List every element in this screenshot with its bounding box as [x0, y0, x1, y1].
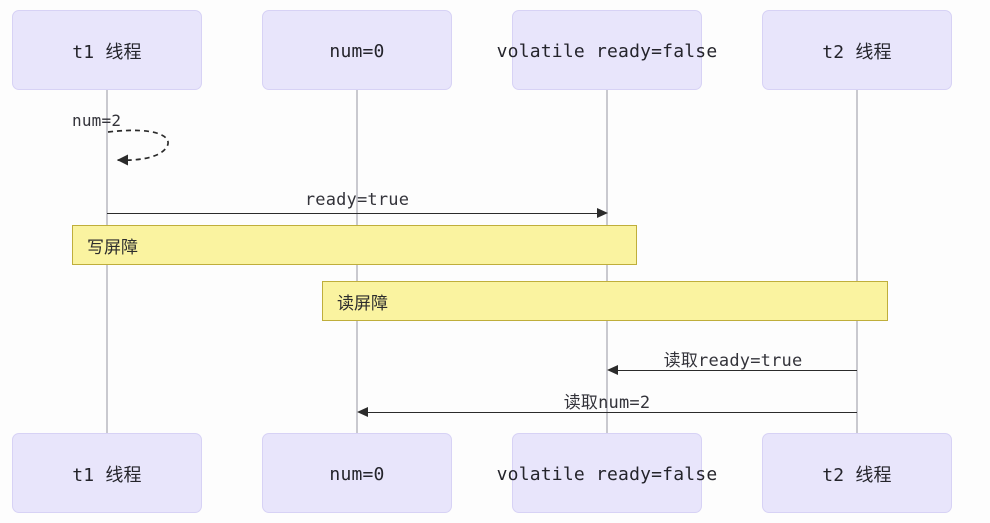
message-label-read-ready: 读取ready=true	[663, 351, 803, 371]
participant-box-t2-bottom[interactable]: t2 线程	[762, 433, 952, 513]
participant-box-t1-top[interactable]: t1 线程	[12, 10, 202, 90]
note-write-barrier[interactable]: 写屏障	[72, 225, 637, 265]
participant-label-t1-top: t1 线程	[72, 42, 142, 63]
participant-label-t2-top: t2 线程	[822, 42, 892, 63]
participant-box-num-bottom[interactable]: num=0	[262, 433, 452, 513]
participant-box-t2-top[interactable]: t2 线程	[762, 10, 952, 90]
arrow-head-ready-true	[597, 207, 608, 218]
participant-box-t1-bottom[interactable]: t1 线程	[12, 433, 202, 513]
message-label-ready-true: ready=true	[304, 190, 410, 210]
message-line-ready-true	[107, 213, 600, 214]
participant-label-num-bottom: num=0	[329, 463, 385, 485]
self-message-loop-num-2	[107, 129, 169, 166]
note-read-barrier[interactable]: 读屏障	[322, 281, 888, 321]
self-message-label-num-2: num=2	[72, 111, 122, 130]
participant-label-ready-bottom: volatile ready=false	[496, 463, 718, 485]
lifeline-t2	[856, 90, 858, 433]
participant-box-ready-top[interactable]: volatile ready=false	[497, 10, 717, 90]
participant-box-num-top[interactable]: num=0	[262, 10, 452, 90]
participant-box-ready-bottom[interactable]: volatile ready=false	[497, 433, 717, 513]
arrow-head-read-ready	[607, 364, 618, 375]
message-label-read-num: 读取num=2	[563, 393, 651, 413]
participant-label-num-top: num=0	[329, 40, 385, 62]
participant-label-ready-top: volatile ready=false	[496, 40, 718, 62]
note-label-read-barrier: 读屏障	[337, 293, 388, 314]
participant-label-t1-bottom: t1 线程	[72, 465, 142, 486]
note-label-write-barrier: 写屏障	[87, 237, 138, 258]
message-line-read-ready	[617, 370, 857, 371]
message-line-read-num	[367, 412, 857, 413]
participant-label-t2-bottom: t2 线程	[822, 465, 892, 486]
arrow-head-read-num	[357, 406, 368, 417]
